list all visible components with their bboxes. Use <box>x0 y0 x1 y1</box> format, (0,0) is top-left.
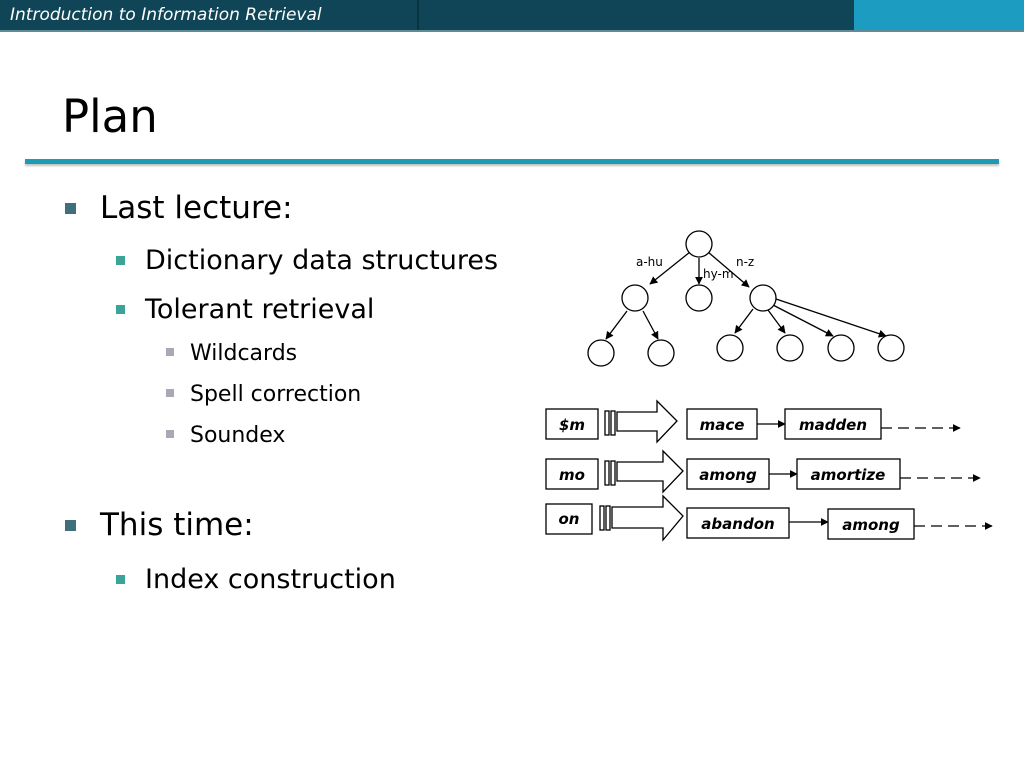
term-label: mace <box>700 416 745 434</box>
term-label: among <box>842 516 900 534</box>
permuterm-key-box <box>545 458 599 490</box>
term-label: among <box>699 466 757 484</box>
term-box <box>686 458 770 490</box>
tree-edge-label: hy-m <box>703 267 734 281</box>
header-accent <box>854 0 1024 32</box>
tree-edge <box>734 308 754 334</box>
header-divider <box>417 0 419 32</box>
tree-node <box>587 339 615 367</box>
bullet-marker <box>116 305 125 314</box>
bullet-marker <box>166 348 174 356</box>
tree-edge <box>649 251 691 285</box>
term-box <box>784 408 882 440</box>
tree-edge <box>605 310 628 340</box>
arrow-tail-bar <box>604 410 610 436</box>
bullet-this-time: This time: <box>100 507 254 543</box>
tree-node <box>716 334 744 362</box>
bullet-spell-correction: Spell correction <box>190 382 362 407</box>
bullet-tolerant-retrieval: Tolerant retrieval <box>145 294 375 325</box>
tree-node <box>827 334 855 362</box>
permuterm-index <box>545 399 993 542</box>
term-box <box>796 458 901 490</box>
tree-node <box>685 230 713 258</box>
bullet-index-construction: Index construction <box>145 564 396 595</box>
block-arrow <box>616 399 678 444</box>
title-rule <box>25 159 999 164</box>
tree-edge <box>707 251 750 288</box>
bullet-wildcards: Wildcards <box>190 341 298 366</box>
slide-title: Plan <box>62 90 158 143</box>
tree-edge <box>772 304 834 337</box>
header-bar: Introduction to Information Retrieval <box>0 0 1024 32</box>
bullet-marker <box>65 203 76 214</box>
term-box <box>827 508 915 540</box>
bullet-marker <box>166 389 174 397</box>
header-underline <box>0 30 1024 32</box>
tree-edge-label: n-z <box>736 255 754 269</box>
bullet-soundex: Soundex <box>190 423 286 448</box>
permuterm-key-box <box>545 503 593 535</box>
permuterm-key-box <box>545 408 599 440</box>
permuterm-key: on <box>559 510 580 528</box>
tree-node <box>685 284 713 312</box>
arrow-tail-bar <box>605 505 611 531</box>
arrow-tail-bar <box>599 505 605 531</box>
arrow-tail-bar <box>610 460 616 486</box>
bullet-marker <box>166 430 174 438</box>
permuterm-key: $m <box>559 416 585 434</box>
term-label: madden <box>799 416 867 434</box>
arrow-tail-bar <box>604 460 610 486</box>
tree-node <box>621 284 649 312</box>
bullet-marker <box>116 575 125 584</box>
tree-node <box>647 339 675 367</box>
block-arrow <box>616 449 684 494</box>
tree-edge <box>775 298 887 338</box>
tree-node <box>749 284 777 312</box>
tree-node <box>877 334 905 362</box>
term-label: amortize <box>811 466 886 484</box>
bullet-marker <box>116 256 125 265</box>
bullet-marker <box>65 520 76 531</box>
dictionary-tree <box>587 230 905 367</box>
arrow-tail-bar <box>610 410 616 436</box>
permuterm-key: mo <box>559 466 585 484</box>
term-box <box>686 507 790 539</box>
tree-edge <box>767 309 786 334</box>
tree-edge-label: a-hu <box>636 255 663 269</box>
block-arrow <box>611 494 684 542</box>
bullet-dictionary-data-structures: Dictionary data structures <box>145 245 499 276</box>
tree-edge <box>642 310 659 340</box>
term-box <box>686 408 758 440</box>
tree-node <box>776 334 804 362</box>
bullet-last-lecture: Last lecture: <box>100 190 293 226</box>
course-title: Introduction to Information Retrieval <box>10 5 322 25</box>
term-label: abandon <box>701 515 774 533</box>
